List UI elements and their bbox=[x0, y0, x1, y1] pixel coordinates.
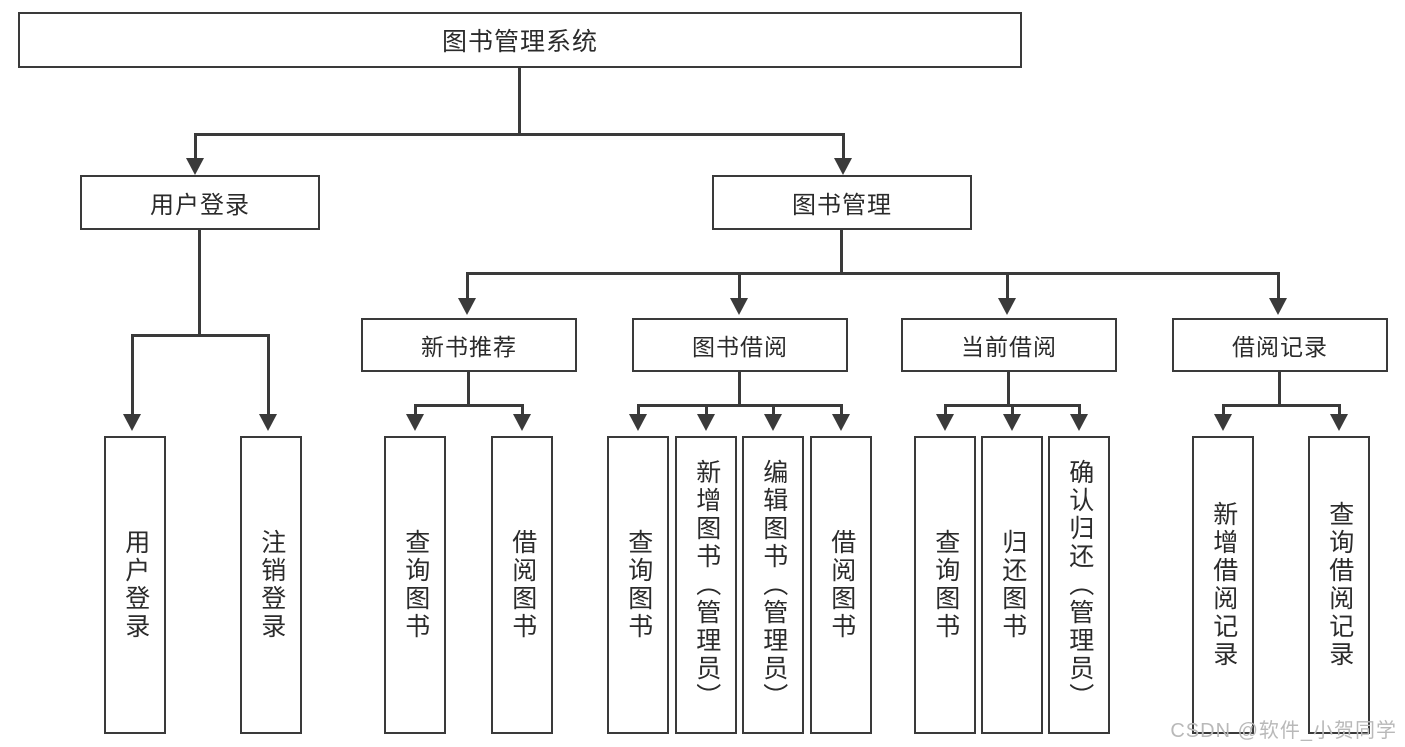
leaf-label: 编辑图书（管理员） bbox=[759, 459, 788, 711]
arrow-bm-to-new-book bbox=[458, 298, 476, 315]
leaf-borrow-records-1[interactable]: 查询借阅记录 bbox=[1308, 436, 1370, 734]
connector-book-borrow-bar bbox=[637, 404, 843, 407]
connector-new-book-bar bbox=[414, 404, 524, 407]
connector-user-login-to-leaf-0 bbox=[131, 334, 134, 417]
leaf-label: 查询图书 bbox=[401, 529, 430, 641]
arrow-root-to-user-login bbox=[186, 158, 204, 175]
leaf-label: 借阅图书 bbox=[827, 529, 856, 641]
arrow-bb-to-leaf-3 bbox=[832, 414, 850, 431]
arrow-bb-to-leaf-0 bbox=[629, 414, 647, 431]
connector-user-login-to-leaf-1 bbox=[267, 334, 270, 417]
connector-current-borrow-stem bbox=[1007, 372, 1010, 407]
connector-bb-to-leaf-2 bbox=[772, 404, 775, 417]
connector-book-borrow-stem bbox=[738, 372, 741, 407]
leaf-label: 查询图书 bbox=[624, 529, 653, 641]
leaf-label: 归还图书 bbox=[998, 529, 1027, 641]
leaf-label: 查询图书 bbox=[931, 529, 960, 641]
leaf-label: 用户登录 bbox=[121, 529, 150, 641]
arrow-user-login-to-leaf-1 bbox=[259, 414, 277, 431]
leaf-user-login-1[interactable]: 注销登录 bbox=[240, 436, 302, 734]
node-new-book-recommend[interactable]: 新书推荐 bbox=[361, 318, 577, 372]
arrow-br-to-leaf-0 bbox=[1214, 414, 1232, 431]
connector-bb-to-leaf-0 bbox=[637, 404, 640, 417]
node-book-borrow[interactable]: 图书借阅 bbox=[632, 318, 848, 372]
leaf-label: 借阅图书 bbox=[508, 529, 537, 641]
node-user-login[interactable]: 用户登录 bbox=[80, 175, 320, 230]
connector-book-management-stem bbox=[840, 230, 843, 275]
connector-book-management-bar bbox=[466, 272, 1280, 275]
arrow-cb-to-leaf-0 bbox=[936, 414, 954, 431]
connector-root-to-user-login bbox=[194, 133, 197, 161]
connector-cb-to-leaf-2 bbox=[1078, 404, 1081, 417]
leaf-label: 新增借阅记录 bbox=[1209, 501, 1238, 669]
leaf-book-borrow-0[interactable]: 查询图书 bbox=[607, 436, 669, 734]
leaf-label: 查询借阅记录 bbox=[1325, 501, 1354, 669]
leaf-new-book-recommend-0[interactable]: 查询图书 bbox=[384, 436, 446, 734]
leaf-current-borrow-0[interactable]: 查询图书 bbox=[914, 436, 976, 734]
connector-new-book-stem bbox=[467, 372, 470, 407]
leaf-label: 新增图书（管理员） bbox=[692, 459, 721, 711]
node-book-management[interactable]: 图书管理 bbox=[712, 175, 972, 230]
arrow-user-login-to-leaf-0 bbox=[123, 414, 141, 431]
leaf-current-borrow-2[interactable]: 确认归还（管理员） bbox=[1048, 436, 1110, 734]
connector-user-login-bar bbox=[131, 334, 270, 337]
leaf-book-borrow-2[interactable]: 编辑图书（管理员） bbox=[742, 436, 804, 734]
leaf-label: 确认归还（管理员） bbox=[1065, 459, 1094, 711]
connector-bb-to-leaf-3 bbox=[840, 404, 843, 417]
leaf-borrow-records-0[interactable]: 新增借阅记录 bbox=[1192, 436, 1254, 734]
node-label: 图书管理 bbox=[792, 192, 892, 219]
node-root-book-management-system[interactable]: 图书管理系统 bbox=[18, 12, 1022, 68]
leaf-user-login-0[interactable]: 用户登录 bbox=[104, 436, 166, 734]
leaf-current-borrow-1[interactable]: 归还图书 bbox=[981, 436, 1043, 734]
connector-root-stem bbox=[518, 68, 521, 135]
leaf-new-book-recommend-1[interactable]: 借阅图书 bbox=[491, 436, 553, 734]
node-borrow-records[interactable]: 借阅记录 bbox=[1172, 318, 1388, 372]
connector-cb-to-leaf-1 bbox=[1011, 404, 1014, 417]
node-label: 当前借阅 bbox=[961, 334, 1057, 360]
arrow-cb-to-leaf-1 bbox=[1003, 414, 1021, 431]
connector-nb-to-leaf-0 bbox=[414, 404, 417, 417]
node-label: 用户登录 bbox=[150, 192, 250, 219]
connector-bm-to-new-book bbox=[466, 272, 469, 301]
leaf-book-borrow-1[interactable]: 新增图书（管理员） bbox=[675, 436, 737, 734]
arrow-cb-to-leaf-2 bbox=[1070, 414, 1088, 431]
node-label: 图书借阅 bbox=[692, 334, 788, 360]
leaf-book-borrow-3[interactable]: 借阅图书 bbox=[810, 436, 872, 734]
connector-bb-to-leaf-1 bbox=[705, 404, 708, 417]
node-label: 借阅记录 bbox=[1232, 334, 1328, 360]
node-current-borrow[interactable]: 当前借阅 bbox=[901, 318, 1117, 372]
arrow-nb-to-leaf-1 bbox=[513, 414, 531, 431]
connector-root-to-book-management bbox=[842, 133, 845, 161]
connector-bm-to-current-borrow bbox=[1006, 272, 1009, 301]
connector-bm-to-book-borrow bbox=[738, 272, 741, 301]
connector-bm-to-borrow-records bbox=[1277, 272, 1280, 301]
arrow-bm-to-current-borrow bbox=[998, 298, 1016, 315]
connector-nb-to-leaf-1 bbox=[521, 404, 524, 417]
connector-user-login-stem bbox=[198, 230, 201, 336]
connector-borrow-records-bar bbox=[1222, 404, 1340, 407]
connector-br-to-leaf-0 bbox=[1222, 404, 1225, 417]
arrow-br-to-leaf-1 bbox=[1330, 414, 1348, 431]
leaf-label: 注销登录 bbox=[257, 529, 286, 641]
arrow-bm-to-borrow-records bbox=[1269, 298, 1287, 315]
connector-br-to-leaf-1 bbox=[1338, 404, 1341, 417]
arrow-root-to-book-management bbox=[834, 158, 852, 175]
connector-cb-to-leaf-0 bbox=[944, 404, 947, 417]
arrow-bb-to-leaf-2 bbox=[764, 414, 782, 431]
arrow-nb-to-leaf-0 bbox=[406, 414, 424, 431]
connector-root-bar bbox=[194, 133, 845, 136]
connector-borrow-records-stem bbox=[1278, 372, 1281, 407]
node-label: 图书管理系统 bbox=[441, 28, 598, 56]
arrow-bm-to-book-borrow bbox=[730, 298, 748, 315]
node-label: 新书推荐 bbox=[421, 334, 517, 360]
arrow-bb-to-leaf-1 bbox=[697, 414, 715, 431]
